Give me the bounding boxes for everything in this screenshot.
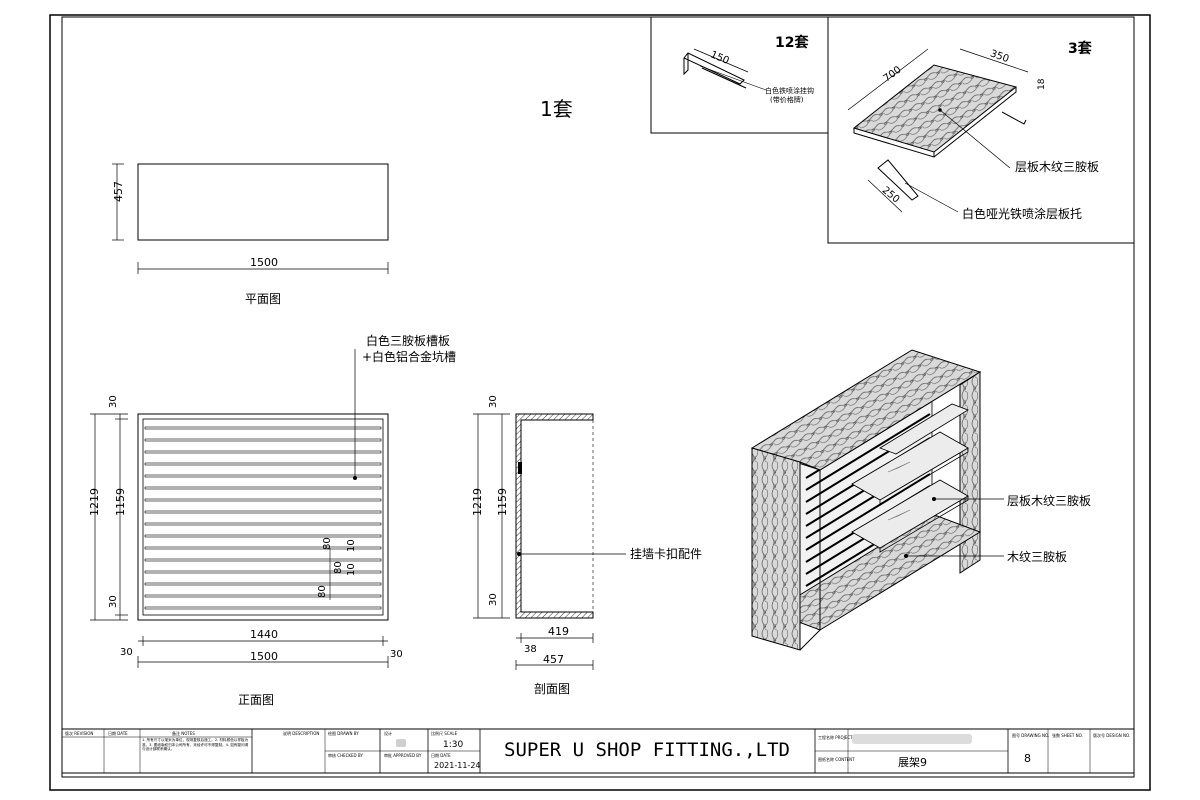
hook-note-2: (带价格牌) — [770, 95, 804, 104]
front-title: 正面图 — [238, 693, 274, 707]
section-inner-dim: 1159 — [496, 488, 509, 516]
front-note-1: 白色三胺板槽板 — [366, 333, 450, 348]
tb-col-revision: 版次 REVISION — [65, 730, 93, 736]
front-slat — [144, 570, 382, 574]
tb-content-value: 展架9 — [898, 756, 927, 769]
front-slat — [144, 450, 382, 454]
front-slat — [144, 582, 382, 586]
section-depth-dim: 457 — [543, 653, 564, 666]
section-height-dim: 1219 — [471, 488, 484, 516]
shelf-thick-dim: 18 — [1037, 78, 1047, 90]
iso-shelf-label: 层板木纹三胺板 — [1007, 494, 1091, 508]
tb-scale-value: 1:30 — [443, 740, 463, 750]
tb-design: 设计 — [384, 730, 392, 736]
tb-col-notes: 备注 NOTES — [172, 730, 195, 736]
tb-rev-label: 版次号 DESIGN NO. — [1093, 732, 1130, 738]
shelf-board — [852, 64, 1018, 153]
tb-project-redacted — [852, 734, 972, 744]
front-slat — [144, 486, 382, 490]
hook-icon — [683, 52, 747, 89]
tb-checked-by: 审核 CHECKED BY — [328, 752, 363, 758]
hook-detail-box: 12套 150 白色铁喷涂挂钩 (带价格牌) — [650, 16, 829, 134]
front-side-left-dim: 30 — [120, 647, 133, 658]
shelf-length-dim: 700 — [882, 64, 904, 84]
section-bottom-dim: 30 — [488, 593, 499, 606]
front-top-dim: 30 — [108, 395, 119, 408]
shelf-bracket-label: 白色哑光铁喷涂层板托 — [962, 206, 1082, 221]
front-view: 白色三胺板槽板 +白色铝合金坑槽 30 1219 1159 30 80 10 8… — [88, 333, 456, 707]
section-view: 30 1219 1159 30 挂墙卡扣配件 419 38 457 剖面图 — [471, 395, 702, 696]
front-slats — [144, 426, 382, 610]
tb-drawing-no-label: 图号 DRAWING NO. — [1012, 732, 1049, 738]
slot-dim-10b: 10 — [346, 563, 357, 576]
tb-sheet-label: 张数 SHEET NO. — [1052, 732, 1083, 738]
sheet-outer-border — [49, 14, 1151, 791]
section-back-dim: 38 — [524, 644, 537, 655]
section-inner-depth-dim: 419 — [548, 625, 569, 638]
plan-depth-dim: 457 — [112, 181, 125, 202]
plan-width-dim: 1500 — [250, 256, 278, 269]
iso-shelf-top — [879, 403, 969, 455]
front-slat — [144, 534, 382, 538]
tb-date-value: 2021-11-24 — [434, 761, 481, 770]
iso-left-panel — [751, 447, 801, 651]
tb-designer-redacted — [396, 739, 406, 747]
front-slat — [144, 462, 382, 466]
slot-dim-80b: 80 — [333, 561, 344, 574]
shelf-detail-box: 3套 700 350 18 250 层板木纹三胺板 白色哑光铁喷涂层板托 — [827, 16, 1135, 244]
tb-drawing-no-value: 8 — [1024, 752, 1031, 765]
front-slat — [144, 426, 382, 430]
tb-project-label: 工程名称 PROJECT — [818, 734, 853, 740]
sheet-inner-border — [61, 16, 1135, 778]
tb-scale-label: 比例尺 SCALE — [431, 730, 458, 736]
tb-date-label: 日期 DATE — [431, 752, 451, 758]
iso-body-label: 木纹三胺板 — [1007, 550, 1067, 564]
bracket-dim: 250 — [880, 185, 902, 206]
front-slat — [144, 594, 382, 598]
front-slat — [144, 606, 382, 610]
shelf-board-label: 层板木纹三胺板 — [1015, 160, 1099, 174]
plan-title: 平面图 — [245, 292, 281, 306]
front-bottom-dim: 30 — [108, 595, 119, 608]
hook-set-count: 12套 — [775, 34, 808, 51]
iso-cabinet: 层板木纹三胺板 木纹三胺板 — [750, 349, 1091, 651]
hook-note-1: 白色铁喷涂挂钩 — [765, 86, 814, 95]
front-note-2: +白色铝合金坑槽 — [362, 349, 456, 364]
section-title: 剖面图 — [534, 682, 570, 696]
shelf-set-count: 3套 — [1068, 40, 1092, 57]
slot-dim-80c: 80 — [317, 585, 328, 598]
section-clip-label: 挂墙卡扣配件 — [630, 547, 702, 561]
tb-col-date: 日期 DATE — [108, 730, 128, 736]
iso-right-panel — [959, 371, 981, 574]
front-slat — [144, 474, 382, 478]
tb-drawn-by: 绘图 DRAWN BY — [328, 730, 359, 736]
title-block: 版次 REVISION 日期 DATE 备注 NOTES 1. 所有尺寸以毫米为… — [61, 728, 1135, 774]
tb-notes-text: 1. 所有尺寸以毫米为单位，现场复核后施工。2. 材料颜色以样板为准。3. 图纸… — [142, 738, 249, 752]
front-slat — [144, 522, 382, 526]
iso-slat — [805, 413, 931, 491]
main-set-count: 1套 — [540, 97, 573, 121]
front-inner-dim: 1159 — [114, 488, 127, 516]
shelf-bracket — [877, 159, 919, 201]
front-slat — [144, 498, 382, 502]
front-slat — [144, 510, 382, 514]
section-top-dim: 30 — [488, 395, 499, 408]
front-inner-width-dim: 1440 — [250, 628, 278, 641]
front-slat — [144, 558, 382, 562]
tb-content-label: 图纸名称 CONTENT — [818, 756, 855, 762]
front-width-dim: 1500 — [250, 650, 278, 663]
slot-dim-80a: 80 — [322, 537, 333, 550]
tb-col-description: 说明 DESCRIPTION — [283, 730, 319, 736]
front-slat — [144, 546, 382, 550]
slot-dim-10a: 10 — [346, 539, 357, 552]
plan-view: 457 1500 平面图 — [112, 163, 389, 306]
tb-company: SUPER U SHOP FITTING.,LTD — [504, 739, 790, 761]
front-slat — [144, 438, 382, 442]
front-height-dim: 1219 — [88, 488, 101, 516]
tb-approved-by: 审批 APPROVED BY — [384, 752, 422, 758]
front-side-right-dim: 30 — [390, 649, 403, 660]
